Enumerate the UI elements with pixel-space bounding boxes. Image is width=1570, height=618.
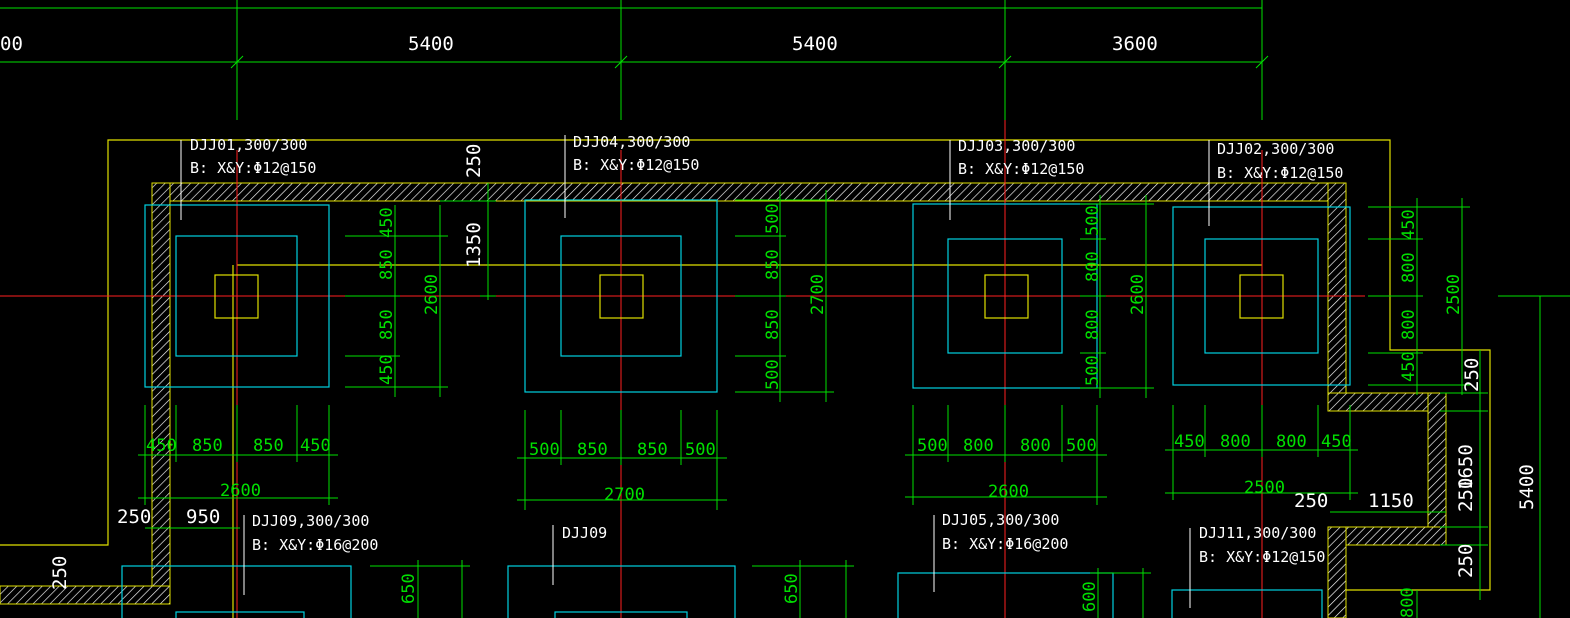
h-dim-3: 850	[253, 436, 284, 456]
v-dim-1: 500	[763, 203, 783, 234]
v-dim-2: 800	[1399, 252, 1419, 283]
h-dim-4: 500	[1066, 436, 1097, 456]
djj05-rebar-label: B: X&Y:Φ16@200	[942, 535, 1068, 553]
top-dim-1: 5400	[408, 33, 454, 55]
right-250-vertical-dim: 250	[1461, 358, 1483, 392]
h-dim-2: 800	[1220, 432, 1251, 452]
axis-lines	[0, 120, 1365, 618]
rebar-label: B: X&Y:Φ12@150	[958, 160, 1084, 178]
left-bottom-250-dim: 250	[49, 556, 71, 590]
v-dim-4: 500	[763, 359, 783, 390]
h-dim-total: 2500	[1244, 478, 1285, 498]
right-1150-dim: 1150	[1368, 490, 1414, 512]
rebar-label: B: X&Y:Φ12@150	[1217, 164, 1343, 182]
h-dim-1: 450	[146, 436, 177, 456]
v-dim-total: 2700	[808, 274, 828, 315]
v-dim-3: 850	[763, 309, 783, 340]
v-dim-1: 450	[1399, 209, 1419, 240]
lower-800-dim: 800	[1398, 587, 1418, 618]
beam-depth-dim: 1350	[463, 222, 485, 268]
left-950-dim: 950	[186, 506, 220, 528]
v-dim-4: 500	[1083, 355, 1103, 386]
footing-djj04[interactable]: DJJ04,300/300 B: X&Y:Φ12@150 500 850 850…	[517, 133, 834, 510]
outer-outline	[0, 139, 1491, 618]
left-250-dim: 250	[117, 506, 151, 528]
h-dim-3: 800	[1020, 436, 1051, 456]
lower-650-b-dim: 650	[782, 573, 802, 604]
h-dim-4: 500	[685, 440, 716, 460]
v-dim-4: 450	[377, 354, 397, 385]
v-dim-3: 850	[377, 309, 397, 340]
hatched-wall	[0, 182, 1447, 618]
v-dim-1: 500	[1083, 205, 1103, 236]
footing-label: DJJ04,300/300	[573, 133, 690, 151]
right-1650-dim: 1650	[1455, 444, 1477, 490]
h-dim-2: 850	[577, 440, 608, 460]
lower-650-a-dim: 650	[399, 573, 419, 604]
h-dim-3: 850	[637, 440, 668, 460]
v-dim-2: 850	[763, 249, 783, 280]
wall-top-dim: 250	[463, 144, 485, 178]
footing-label: DJJ01,300/300	[190, 136, 307, 154]
right-250-vertical-dim-2: 250	[1455, 478, 1477, 512]
h-dim-total: 2700	[604, 485, 645, 505]
djj11-rebar-label: B: X&Y:Φ12@150	[1199, 548, 1325, 566]
djj05-label: DJJ05,300/300	[942, 511, 1059, 529]
v-dim-total: 2600	[1128, 274, 1148, 315]
h-dim-2: 800	[963, 436, 994, 456]
footing-djj03[interactable]: DJJ03,300/300 B: X&Y:Φ12@150 500 800 800…	[905, 137, 1154, 505]
v-dim-3: 800	[1083, 309, 1103, 340]
h-dim-1: 500	[529, 440, 560, 460]
h-dim-1: 450	[1174, 432, 1205, 452]
footing-label: DJJ03,300/300	[958, 137, 1075, 155]
rebar-label: B: X&Y:Φ12@150	[573, 156, 699, 174]
h-dim-1: 500	[917, 436, 948, 456]
h-dim-total: 2600	[220, 481, 261, 501]
h-dim-total: 2600	[988, 482, 1029, 502]
h-dim-3: 800	[1276, 432, 1307, 452]
v-dim-2: 800	[1083, 251, 1103, 282]
v-dim-3: 800	[1399, 309, 1419, 340]
v-dim-1: 450	[377, 207, 397, 238]
v-dim-total: 2600	[422, 274, 442, 315]
top-dimension-row: 00 5400 5400 3600	[0, 0, 1269, 120]
h-dim-2: 850	[192, 436, 223, 456]
lower-600-dim: 600	[1080, 581, 1100, 612]
footing-djj01[interactable]: DJJ01,300/300 B: X&Y:Φ12@150 450 850 850…	[138, 136, 448, 505]
h-dim-4: 450	[1321, 432, 1352, 452]
right-250-vertical-dim-3: 250	[1455, 544, 1477, 578]
right-5400-dim: 5400	[1516, 464, 1538, 510]
top-dim-3: 3600	[1112, 33, 1158, 55]
djj09-label: DJJ09,300/300	[252, 512, 369, 530]
footing-djj02[interactable]: DJJ02,300/300 B: X&Y:Φ12@150 450 800 800…	[1165, 140, 1470, 500]
top-dim-0: 00	[0, 33, 23, 55]
djj11-label: DJJ11,300/300	[1199, 524, 1316, 542]
misc-dimensions: 250 1350 250 950 250 250 1150 250 1650 2…	[49, 144, 1570, 618]
lower-footings: DJJ09,300/300 B: X&Y:Φ16@200 DJJ09 DJJ05…	[121, 511, 1418, 618]
top-dim-2: 5400	[792, 33, 838, 55]
footing-label: DJJ02,300/300	[1217, 140, 1334, 158]
v-dim-4: 450	[1399, 351, 1419, 382]
h-dim-4: 450	[300, 436, 331, 456]
djj09-b-label: DJJ09	[562, 524, 607, 542]
v-dim-2: 850	[377, 249, 397, 280]
rebar-label: B: X&Y:Φ12@150	[190, 159, 316, 177]
right-250-dim: 250	[1294, 490, 1328, 512]
v-dim-total: 2500	[1444, 274, 1464, 315]
djj09-rebar-label: B: X&Y:Φ16@200	[252, 536, 378, 554]
